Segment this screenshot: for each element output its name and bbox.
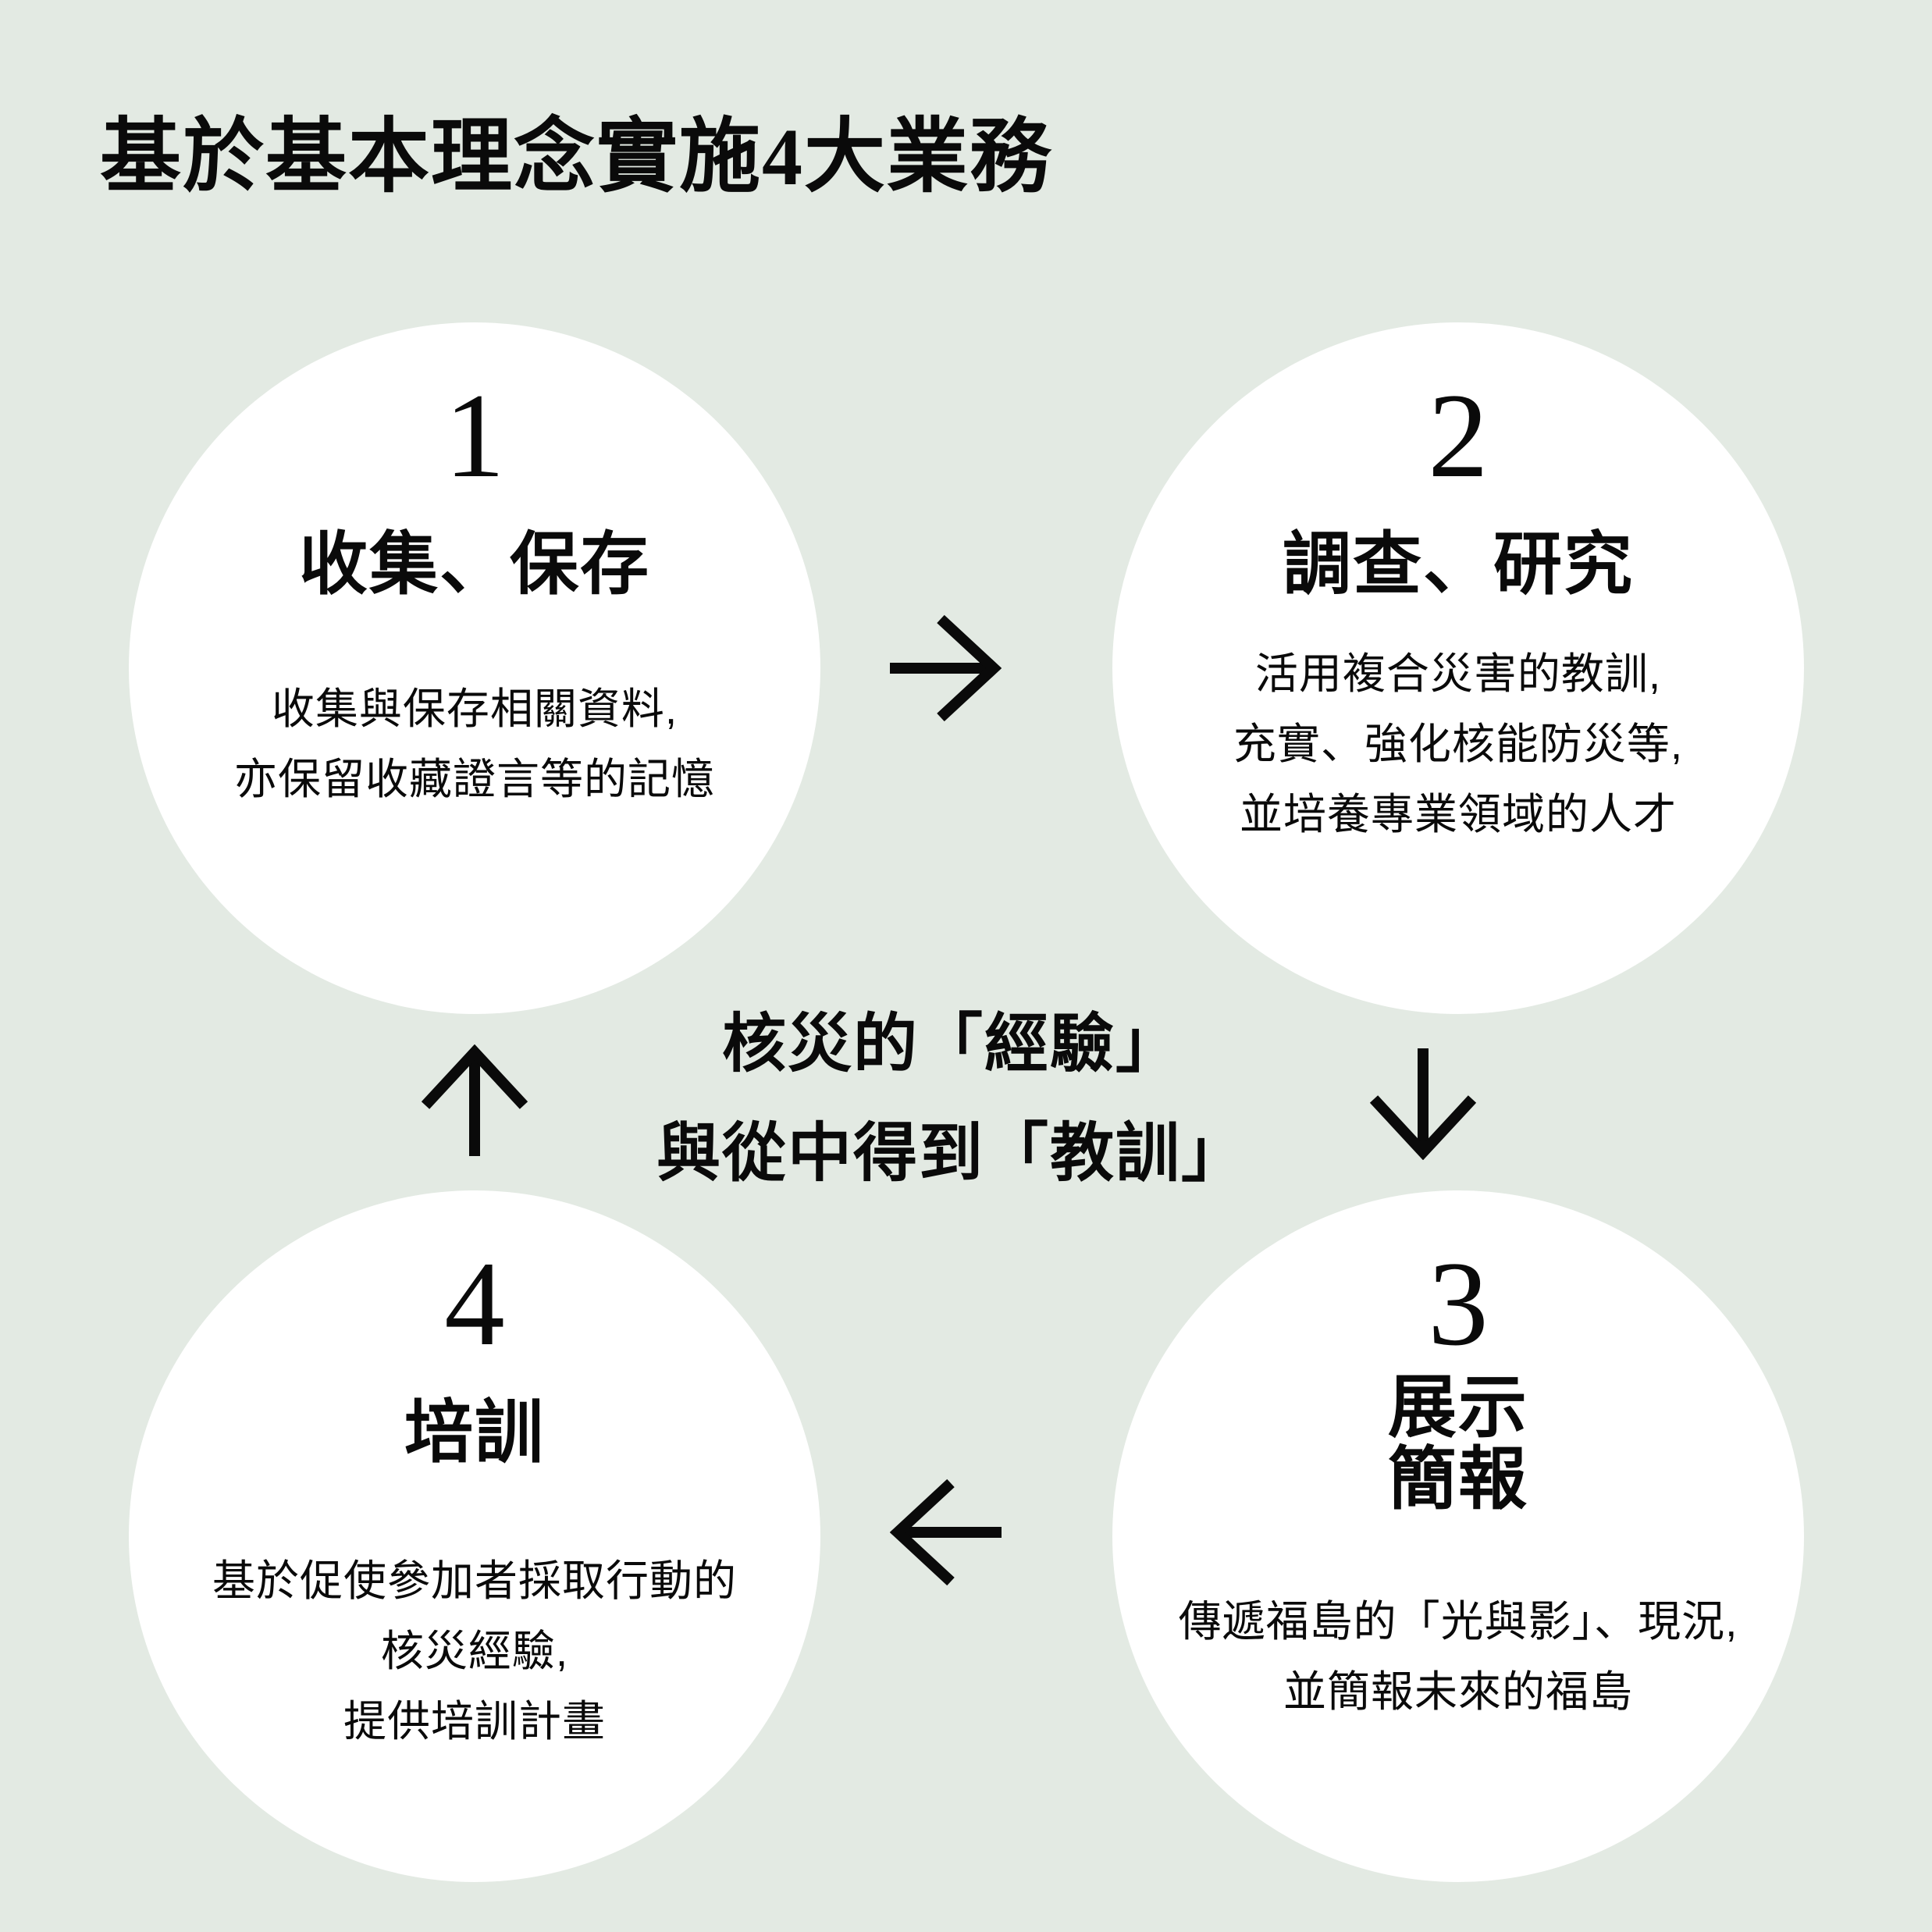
step-1-heading: 收集、保存 bbox=[129, 526, 820, 606]
arrow-up-icon bbox=[421, 1044, 528, 1156]
step-2-number: 2 bbox=[1428, 368, 1489, 503]
step-3-description: 傳遞福島的「光與影」、現況, 並簡報未來的福島 bbox=[1112, 1586, 1804, 1727]
step-3-number: 3 bbox=[1428, 1236, 1489, 1371]
cycle-center-label-line: 核災的「經驗」 bbox=[721, 1009, 1181, 1080]
step-4-heading: 培訓 bbox=[129, 1394, 820, 1474]
description-line: 傳遞福島的「光與影」、現況, bbox=[1178, 1597, 1738, 1646]
cycle-center-label-line: 與從中得到「教訓」 bbox=[656, 1118, 1247, 1189]
description-line: 亦保留收藏證言等的記憶 bbox=[233, 755, 715, 803]
step-circle-1: 1 收集、保存 收集與保存相關資料, 亦保留收藏證言等的記憶 bbox=[129, 322, 820, 1014]
step-1-number: 1 bbox=[444, 368, 505, 503]
step-3-heading: 展示 簡報 bbox=[1112, 1373, 1804, 1517]
step-2-heading-line: 調查、研究 bbox=[1282, 528, 1634, 603]
step-4-number: 4 bbox=[444, 1236, 505, 1371]
step-1-heading-line: 收集、保存 bbox=[298, 528, 650, 603]
description-line: 並簡報未來的福島 bbox=[1283, 1667, 1633, 1716]
description-line: 核災經驗, bbox=[380, 1627, 569, 1675]
step-3-heading-line: 展示 bbox=[1387, 1371, 1528, 1446]
step-3-heading-line: 簡報 bbox=[1387, 1443, 1528, 1518]
arrow-left-icon bbox=[890, 1478, 1002, 1586]
description-line: 提供培訓計畫 bbox=[343, 1697, 606, 1745]
step-circle-4: 4 培訓 基於促使參加者採取行動的 核災經驗, 提供培訓計畫 bbox=[129, 1190, 820, 1882]
step-4-description: 基於促使參加者採取行動的 核災經驗, 提供培訓計畫 bbox=[129, 1546, 820, 1756]
description-line: 活用複合災害的教訓, bbox=[1254, 649, 1662, 698]
diagram-title: 基於基本理念實施4大業務 bbox=[100, 112, 1053, 202]
description-line: 基於促使參加者採取行動的 bbox=[212, 1557, 737, 1605]
step-4-heading-line: 培訓 bbox=[404, 1396, 545, 1471]
step-1-description: 收集與保存相關資料, 亦保留收藏證言等的記憶 bbox=[129, 674, 820, 814]
description-line: 充實、強化核能防災等, bbox=[1233, 720, 1684, 768]
step-circle-3: 3 展示 簡報 傳遞福島的「光與影」、現況, 並簡報未來的福島 bbox=[1112, 1190, 1804, 1882]
description-line: 並培養專業領域的人才 bbox=[1239, 790, 1677, 838]
arrow-right-icon bbox=[890, 614, 1002, 722]
arrow-down-icon bbox=[1369, 1048, 1477, 1160]
step-2-heading: 調查、研究 bbox=[1112, 526, 1804, 606]
step-2-description: 活用複合災害的教訓, 充實、強化核能防災等, 並培養專業領域的人才 bbox=[1112, 639, 1804, 849]
cycle-center-label: 核災的「經驗」 與從中得到「教訓」 bbox=[577, 990, 1326, 1208]
step-circle-2: 2 調查、研究 活用複合災害的教訓, 充實、強化核能防災等, 並培養專業領域的人… bbox=[1112, 322, 1804, 1014]
description-line: 收集與保存相關資料, bbox=[271, 685, 678, 733]
